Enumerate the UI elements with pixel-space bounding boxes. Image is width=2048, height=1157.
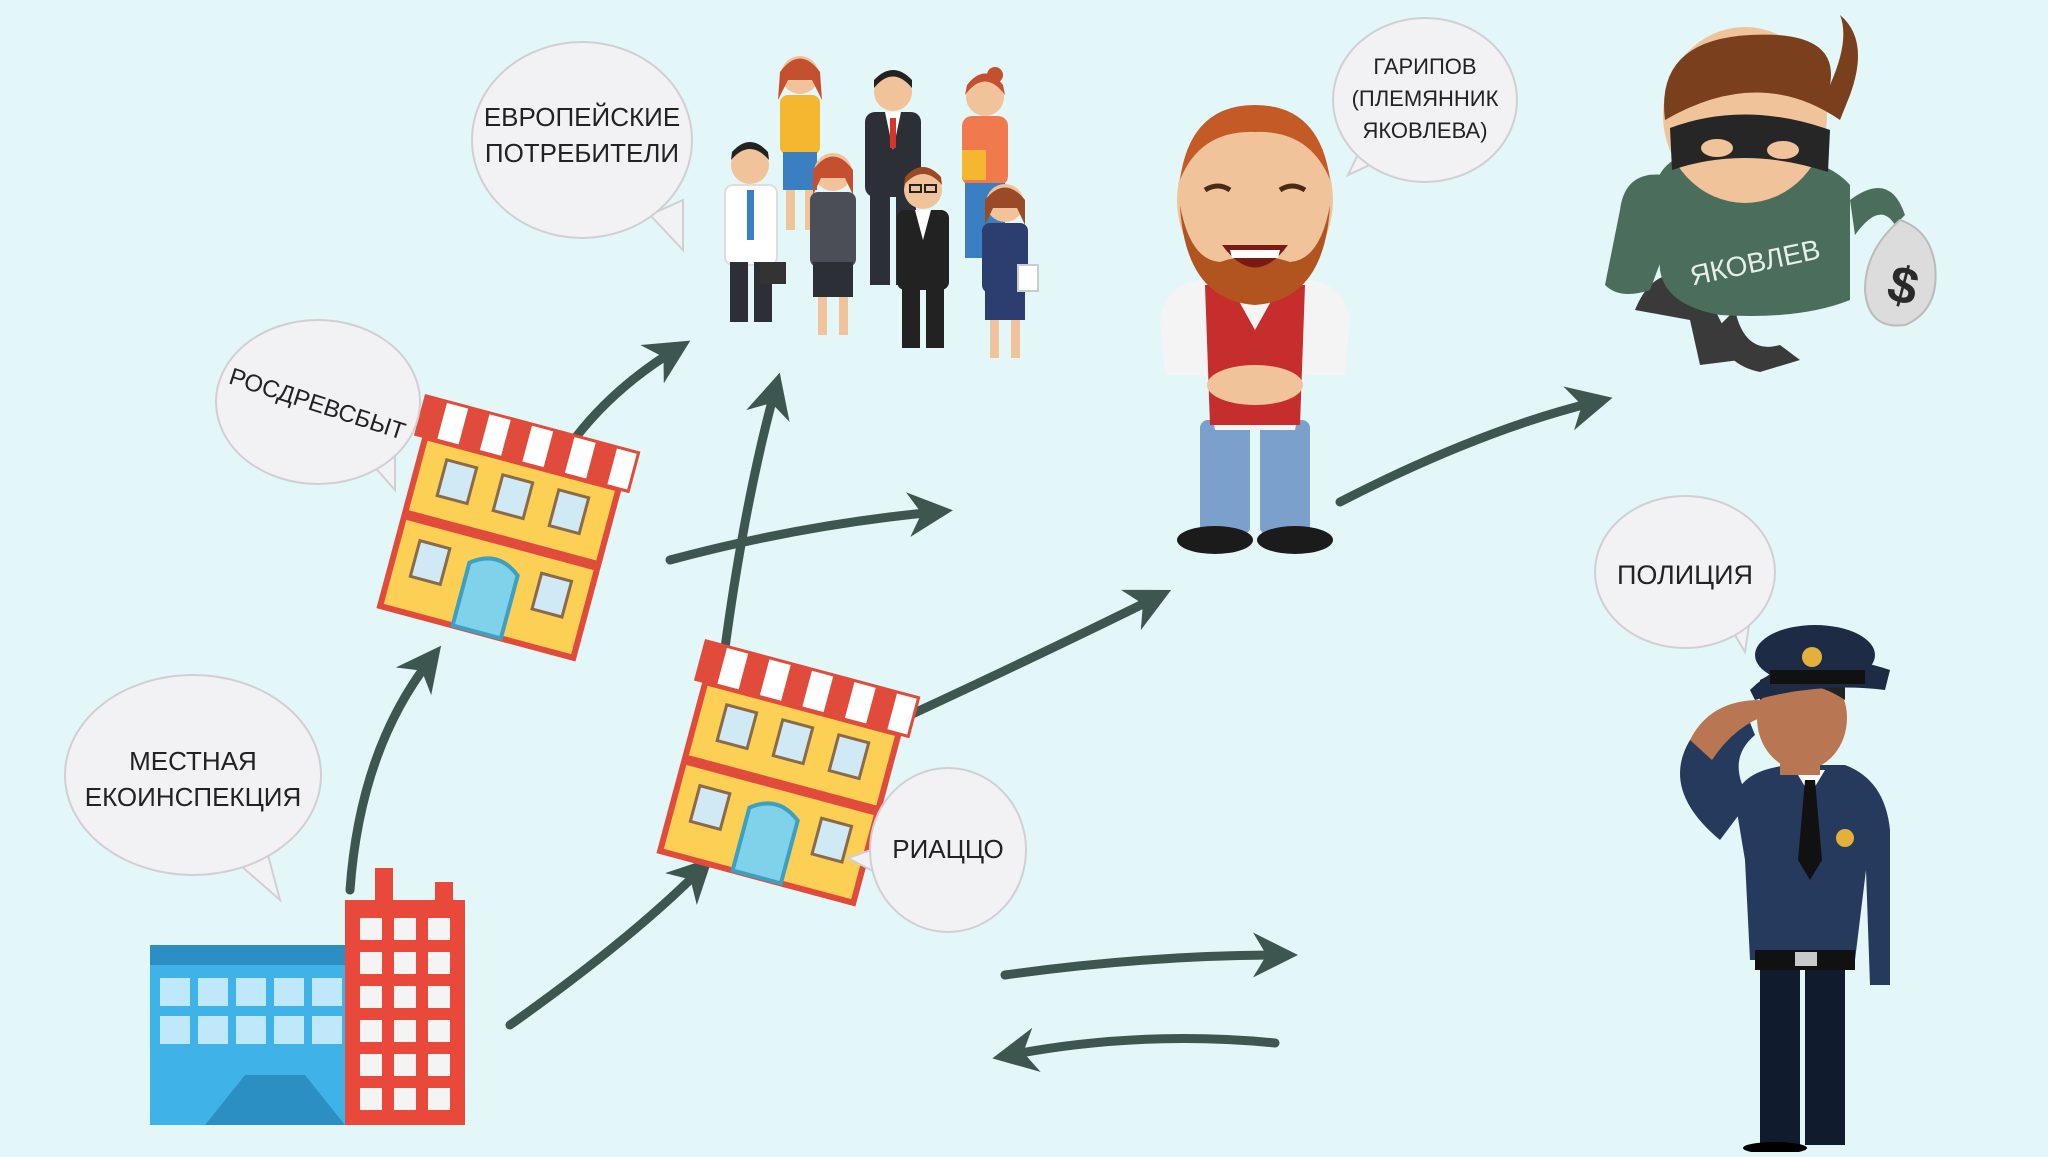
bubble-garipov-line2: (ПЛЕМЯННИК (1352, 86, 1499, 111)
arrow-rosdrevsbyt-to-consumers (565, 340, 691, 450)
bubble-local-inspection-line2: ЕКОИНСПЕКЦИЯ (85, 782, 302, 812)
arrows (345, 340, 1613, 1073)
arrow-garipov-to-yakovlev (1335, 386, 1613, 507)
bearded-man-icon (1160, 105, 1350, 554)
bubble-garipov-line1: ГАРИПОВ (1373, 54, 1476, 79)
bubble-police-text: ПОЛИЦИЯ (1617, 560, 1753, 590)
arrow-from-police (992, 1027, 1280, 1073)
arrow-cross-right (665, 492, 953, 565)
bubble-european-consumers-line1: ЕВРОПЕЙСКИЕ (484, 102, 680, 132)
person-woman-yellow (778, 56, 822, 230)
bubble-european-consumers: ЕВРОПЕЙСКИЕ ПОТРЕБИТЕЛИ (471, 41, 693, 253)
bubble-riatsco: РИАЦЦО (845, 767, 1027, 933)
arrow-factory-to-rosdrevsbyt (345, 645, 442, 895)
bubble-garipov: ГАРИПОВ (ПЛЕМЯННИК ЯКОВЛЕВА) (1332, 17, 1518, 183)
shop-building-riatsco (656, 638, 921, 907)
person-woman-grey-suit (810, 153, 856, 335)
person-man-white-shirt (724, 142, 786, 322)
arrow-factory-to-riatsco (505, 857, 713, 1030)
arrow-riatsco-to-garipov (905, 589, 1172, 720)
factory-icon (150, 868, 465, 1125)
thief-icon: $ ЯКОВЛЕВ (1605, 15, 1937, 372)
people-crowd-icon (724, 56, 1039, 358)
bubble-local-inspection: МЕСТНАЯ ЕКОИНСПЕКЦИЯ (64, 674, 322, 903)
bubble-european-consumers-line2: ПОТРЕБИТЕЛИ (485, 138, 679, 168)
bubble-garipov-line3: ЯКОВЛЕВА) (1362, 118, 1487, 143)
bubble-rosdrevsbyt: РОСДРЕВСБЫТ (215, 319, 421, 493)
bubble-riatsco-text: РИАЦЦО (892, 834, 1004, 864)
person-man-glasses (897, 167, 949, 348)
arrow-to-police (1000, 932, 1298, 980)
police-officer-icon (1680, 625, 1890, 1154)
shop-building-rosdrevsbyt (376, 393, 641, 662)
bubble-police: ПОЛИЦИЯ (1594, 495, 1776, 655)
arrow-cross-to-consumers (720, 372, 790, 653)
bubble-local-inspection-line1: МЕСТНАЯ (129, 746, 257, 776)
person-woman-navy (982, 184, 1039, 358)
